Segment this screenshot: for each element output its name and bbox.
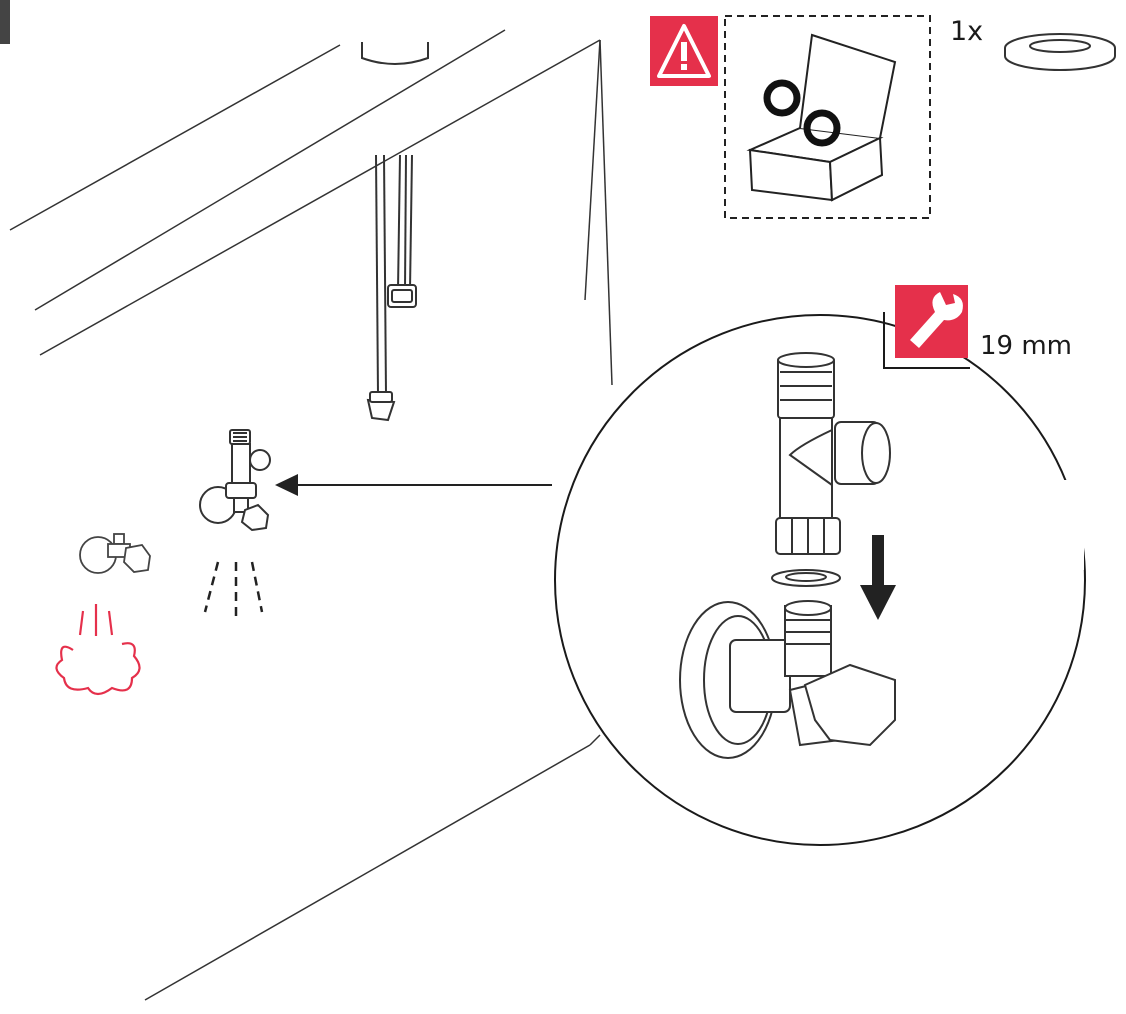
pointer-arrow bbox=[275, 474, 552, 496]
parts-box-icon bbox=[724, 15, 931, 219]
wrench-icon bbox=[883, 285, 970, 369]
cabinet-lines bbox=[9, 29, 613, 1001]
zoom-detail bbox=[554, 314, 1086, 846]
down-arrow bbox=[872, 535, 884, 590]
washer-icon bbox=[1004, 33, 1116, 71]
corner-tab bbox=[0, 0, 10, 44]
warning-triangle-icon bbox=[650, 16, 718, 86]
washer-quantity-label: 1x bbox=[950, 16, 984, 47]
faucet-hoses bbox=[361, 42, 429, 422]
water-spray-icon bbox=[203, 561, 264, 620]
small-angle-valve bbox=[199, 429, 271, 532]
wrench-size-label: 19 mm bbox=[980, 331, 1073, 361]
leaking-valve bbox=[79, 533, 151, 574]
steam-cloud-icon bbox=[55, 604, 141, 696]
